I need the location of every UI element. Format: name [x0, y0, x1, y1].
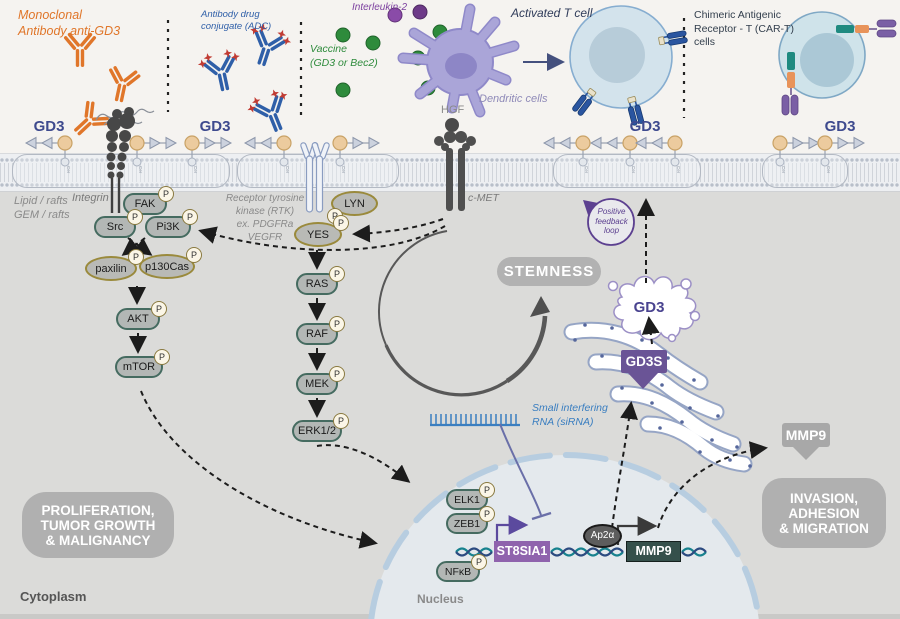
- activated-t-cell: [569, 5, 689, 127]
- dendritic-cell: [397, 3, 520, 118]
- car-receptor-icon: [836, 19, 897, 38]
- svg-text:Cer: Cer: [285, 166, 290, 174]
- svg-text:Cer: Cer: [781, 166, 786, 174]
- golgi-er-stack: [563, 321, 753, 473]
- integrin-label: Integrin: [72, 192, 109, 204]
- svg-text:Cer: Cer: [341, 166, 346, 174]
- stemness-pill: STEMNESS: [497, 257, 601, 286]
- ceramide-anchor-labels: Cer Cer Cer Cer Cer Cer Cer Cer Cer Cer: [66, 166, 831, 174]
- gd3s-tag-pointer: [628, 373, 658, 389]
- svg-text:Cer: Cer: [676, 166, 681, 174]
- mmp9-gene: MMP9: [626, 541, 681, 562]
- gd3-membrane-label: GD3: [824, 118, 856, 135]
- interleukin2-dot-icons: [387, 4, 428, 23]
- integrin-receptor: [106, 107, 135, 213]
- sirna-inhibition-line: [499, 423, 552, 521]
- rtk-receptor: [300, 142, 330, 213]
- cytoplasm-label: Cytoplasm: [20, 589, 87, 604]
- dna-helix: [455, 547, 707, 557]
- svg-text:Cer: Cer: [631, 166, 636, 174]
- mmp9-protein-tag: MMP9: [782, 423, 830, 460]
- node-lyn: LYNP: [327, 191, 378, 224]
- er-ribosome-dots: [573, 323, 752, 468]
- gd3s-enzyme-tag: GD3S: [621, 350, 667, 389]
- gd3-membrane-label: GD3: [33, 118, 65, 135]
- gd3-membrane-label: GD3: [199, 118, 231, 135]
- positive-feedback-loop-icon: [583, 198, 635, 246]
- vaccine-label: Vaccine(GD3 or Bec2): [310, 43, 378, 69]
- proliferation-outcome-pill: PROLIFERATION,TUMOR GROWTH& MALIGNANCY: [22, 492, 174, 558]
- ap2a-factor: Ap2α: [583, 524, 622, 548]
- section-separators: [166, 18, 686, 118]
- gd3-glycolipids: Cer Cer Cer Cer Cer Cer Cer Cer Cer Cer: [25, 135, 865, 174]
- svg-text:Cer: Cer: [138, 166, 143, 174]
- stemness-cycle-arrow: [378, 230, 550, 397]
- gd3-membrane-label: GD3: [629, 118, 661, 135]
- mmp9-tag-pointer: [793, 447, 819, 460]
- hgf-label: HGF: [441, 104, 465, 116]
- car-t-cell: [778, 11, 897, 116]
- svg-text:Cer: Cer: [826, 166, 831, 174]
- svg-text:Cer: Cer: [193, 166, 198, 174]
- cmet-label: c-MET: [468, 192, 499, 204]
- car-receptor-icon: [781, 52, 799, 116]
- il2-label: Interleukin-2: [352, 2, 408, 13]
- nucleus-label: Nucleus: [417, 592, 464, 606]
- signaling-arrows: [121, 198, 768, 549]
- activated-tcell-label: Activated T cell: [511, 6, 593, 20]
- cmet-receptor: [434, 118, 476, 211]
- gd3-vesicle-blob: [607, 275, 701, 343]
- svg-text:Cer: Cer: [584, 166, 589, 174]
- hgf-ligand-icon: [445, 118, 459, 132]
- dendritic-label: Dendritic cells: [479, 93, 548, 105]
- invasion-outcome-pill: INVASION,ADHESION& MIGRATION: [762, 478, 886, 548]
- svg-text:Cer: Cer: [66, 166, 71, 174]
- st8sia1-promoter-arrow: [495, 515, 529, 541]
- sirna-icon: [430, 414, 520, 427]
- gd3-vesicle-label: GD3: [633, 299, 665, 316]
- st8sia1-gene: ST8SIA1: [494, 541, 550, 562]
